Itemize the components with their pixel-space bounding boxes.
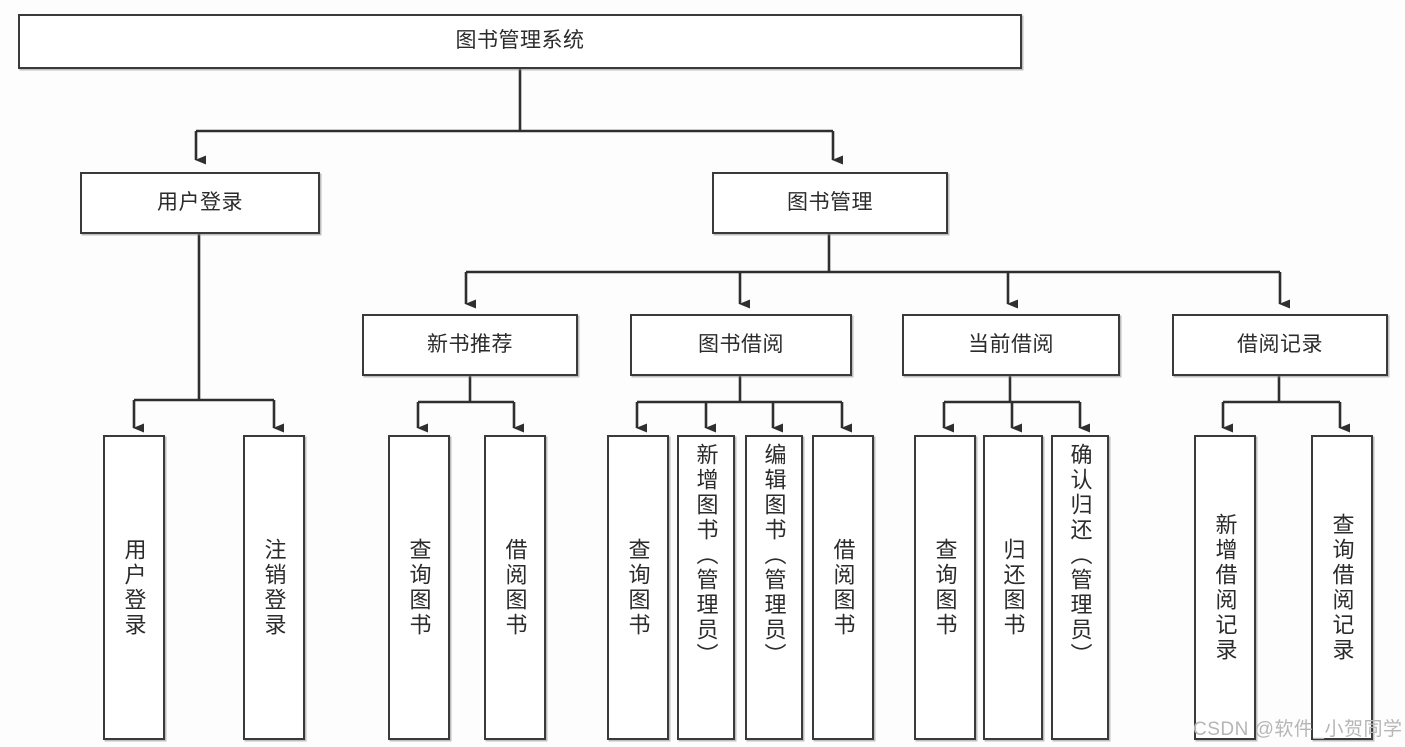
leaf-query-borrow-record[interactable]: 查询借阅记录 [1311,435,1373,740]
node-label: 确认归还（管理员） [1067,443,1093,668]
leaf-logout[interactable]: 注销登录 [243,435,305,740]
node-new-book-recommend[interactable]: 新书推荐 [362,314,578,376]
node-book-borrow[interactable]: 图书借阅 [630,314,852,376]
node-label: 用户登录 [121,537,147,638]
node-current-borrow[interactable]: 当前借阅 [902,314,1120,376]
node-label: 查询图书 [625,537,651,638]
node-label: 注销登录 [261,537,287,638]
node-label: 借阅图书 [502,537,528,638]
leaf-return-book[interactable]: 归还图书 [983,435,1043,740]
node-label: 图书管理系统 [455,29,585,53]
node-user-login[interactable]: 用户登录 [80,172,320,234]
node-label: 新增借阅记录 [1212,512,1238,663]
leaf-add-borrow-record[interactable]: 新增借阅记录 [1194,435,1256,740]
node-borrow-record[interactable]: 借阅记录 [1172,314,1388,376]
node-label: 图书管理 [787,190,873,214]
node-label: 当前借阅 [968,332,1054,356]
leaf-borrow-book-recommend[interactable]: 借阅图书 [484,435,546,740]
node-root[interactable]: 图书管理系统 [18,14,1022,69]
node-label: 查询图书 [406,537,432,638]
watermark: CSDN @软件_小贺同学 [1193,719,1403,740]
leaf-query-book-recommend[interactable]: 查询图书 [388,435,450,740]
leaf-query-book-current[interactable]: 查询图书 [914,435,976,740]
leaf-user-login[interactable]: 用户登录 [103,435,165,740]
node-label: 用户登录 [157,190,243,214]
node-label: 编辑图书（管理员） [761,443,787,668]
node-label: 归还图书 [1000,537,1026,638]
leaf-confirm-return-admin[interactable]: 确认归还（管理员） [1051,435,1109,740]
leaf-query-book-borrow[interactable]: 查询图书 [607,435,669,740]
node-label: 查询图书 [932,537,958,638]
leaf-add-book-admin[interactable]: 新增图书（管理员） [677,435,735,740]
node-label: 借阅图书 [830,537,856,638]
node-book-management[interactable]: 图书管理 [712,172,948,234]
leaf-edit-book-admin[interactable]: 编辑图书（管理员） [745,435,803,740]
node-label: 新书推荐 [427,332,513,356]
node-label: 新增图书（管理员） [693,443,719,668]
node-label: 借阅记录 [1237,332,1323,356]
node-label: 查询借阅记录 [1329,512,1355,663]
node-label: 图书借阅 [698,332,784,356]
leaf-borrow-book[interactable]: 借阅图书 [812,435,874,740]
